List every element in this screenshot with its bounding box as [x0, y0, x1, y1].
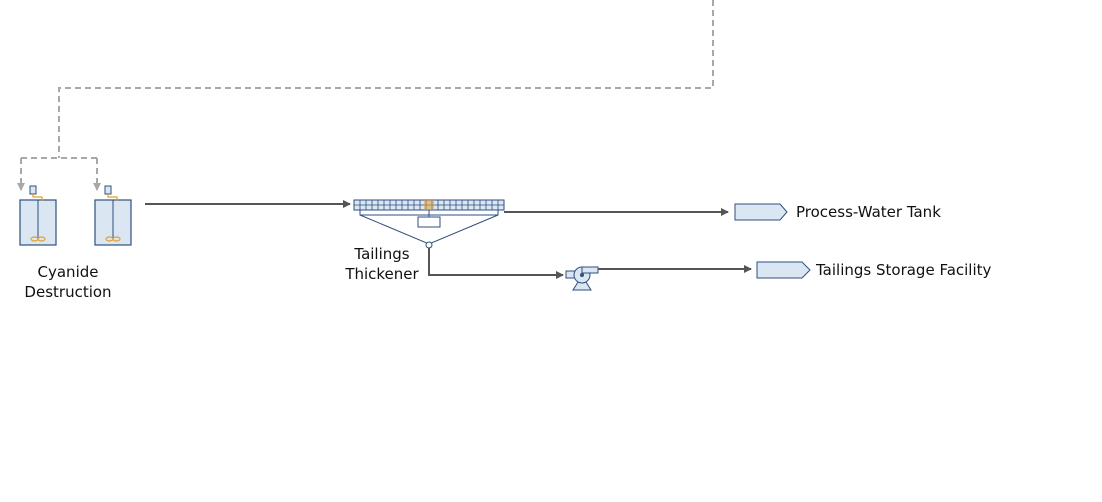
- recycle-stream: [17, 0, 714, 191]
- tailings-thickener-label: Tailings Thickener: [332, 244, 432, 284]
- cyanide-tank-1: [19, 185, 57, 246]
- tailings-storage-facility-label: Tailings Storage Facility: [816, 261, 992, 279]
- thickener-label-line2: Thickener: [345, 265, 419, 283]
- pump: [565, 266, 599, 291]
- tailings-storage-connector: [756, 261, 811, 279]
- agitated-tank-icon: [94, 185, 132, 246]
- pump-icon: [565, 266, 599, 291]
- offpage-connector-icon: [734, 203, 788, 221]
- offpage-connector-icon: [756, 261, 811, 279]
- agitated-tank-icon: [19, 185, 57, 246]
- cyanide-label-line2: Destruction: [24, 283, 112, 301]
- cyanide-label-line1: Cyanide: [37, 263, 99, 281]
- process-water-tank-label: Process-Water Tank: [796, 203, 941, 221]
- thickener: [353, 199, 505, 249]
- thickener-label-line1: Tailings: [354, 245, 410, 263]
- cyanide-destruction-label: Cyanide Destruction: [18, 262, 118, 302]
- cyanide-tank-2: [94, 185, 132, 246]
- stream-underflow: [428, 248, 564, 279]
- process-water-connector: [734, 203, 788, 221]
- thickener-icon: [353, 199, 505, 249]
